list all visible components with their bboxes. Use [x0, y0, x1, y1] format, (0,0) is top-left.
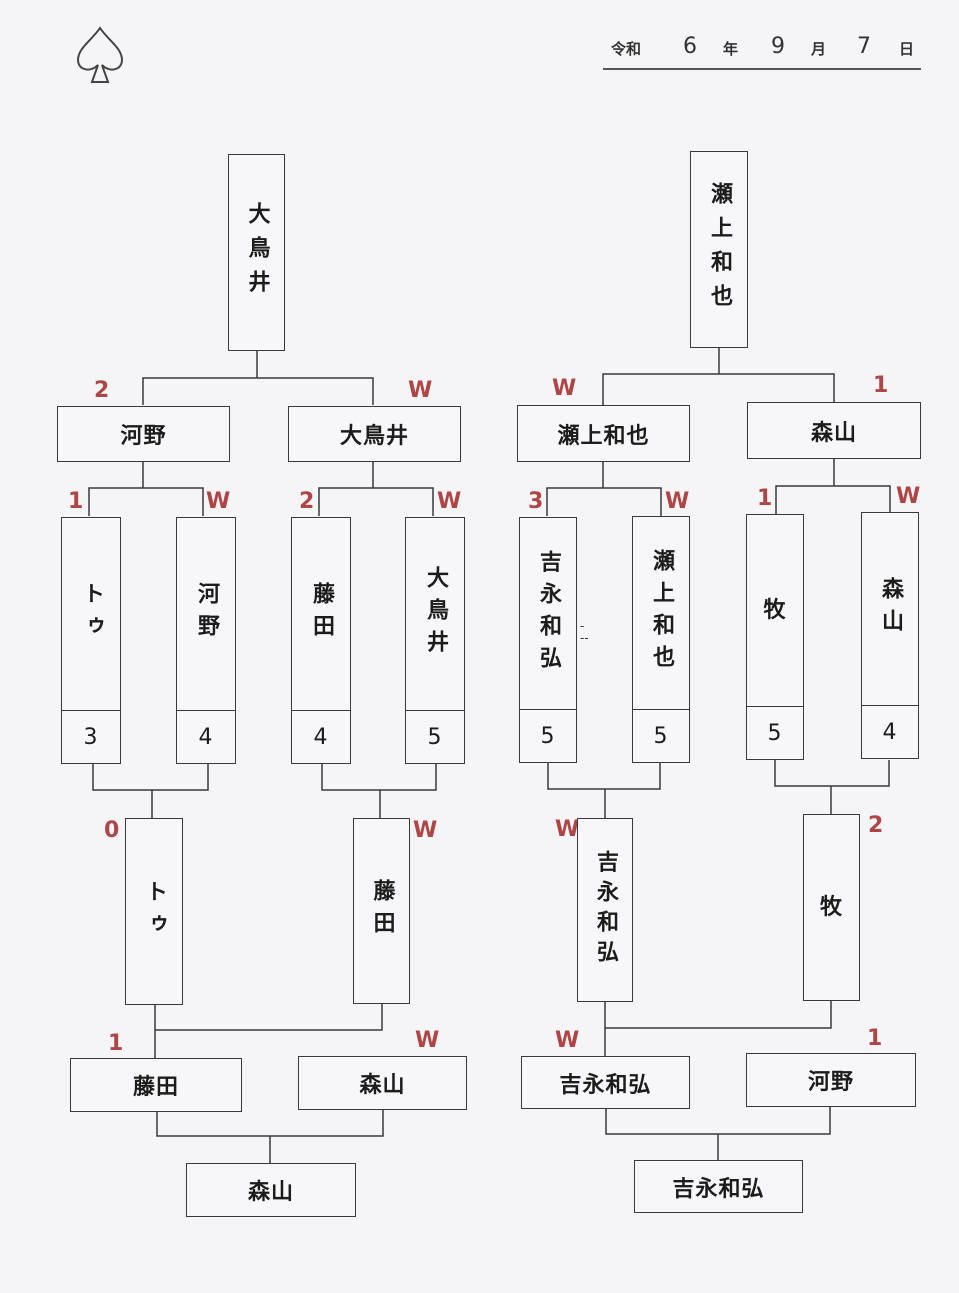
right-r1-4-box: 森山 4 [861, 512, 919, 759]
right-r1-1-score: 5 [520, 709, 576, 762]
right-cons-1-name: 吉永和弘 [593, 850, 618, 970]
left-r1-2-box: 河野 4 [176, 517, 236, 764]
right-place-2-name: 河野 [807, 1070, 854, 1095]
day-value: 7 [857, 34, 871, 59]
left-r1-1-mark: 1 [68, 489, 84, 514]
right-r1-4-score: 4 [862, 705, 918, 758]
left-semi-2-box: 大鳥井 [288, 406, 461, 462]
left-cons-2-mark: W [413, 818, 438, 843]
left-r1-1-box: トゥ 3 [61, 517, 121, 764]
left-cons-2-box: 藤田 [353, 818, 410, 1004]
right-semi-2-name: 森山 [810, 420, 857, 446]
right-semi-1-name: 瀬上和也 [557, 423, 650, 449]
left-semi-1-name: 河野 [120, 424, 167, 449]
right-r1-4-name: 森山 [878, 577, 903, 641]
left-cons-1-box: トゥ [125, 818, 183, 1005]
right-place-1-box: 吉永和弘 [521, 1056, 690, 1109]
left-final-name: 森山 [247, 1180, 294, 1205]
left-r1-1-name: トゥ [79, 582, 104, 646]
left-cons-1-mark: 0 [104, 818, 120, 843]
stray-dash-mark: - -- [580, 619, 589, 645]
right-r1-1-mark: 3 [528, 489, 544, 514]
right-final-name: 吉永和弘 [672, 1176, 765, 1202]
year-unit: 年 [723, 40, 739, 58]
day-unit: 日 [899, 40, 915, 58]
right-final-box: 吉永和弘 [634, 1160, 803, 1213]
right-r1-3-name: 牧 [763, 597, 787, 623]
right-semi-1-mark: W [552, 376, 577, 401]
right-semi-2-box: 森山 [747, 402, 921, 459]
left-r1-4-box: 大鳥井 5 [405, 517, 465, 764]
month-value: 9 [771, 34, 785, 59]
right-cons-1-box: 吉永和弘 [577, 818, 633, 1002]
left-r1-4-name: 大鳥井 [423, 566, 448, 662]
left-cons-1-name: トゥ [142, 879, 167, 944]
right-r1-2-mark: W [665, 489, 690, 514]
right-semi-1-box: 瀬上和也 [517, 405, 690, 462]
era-label: 令和 [611, 40, 642, 58]
left-r1-3-name: 藤田 [309, 582, 334, 646]
right-winner-box: 瀬上和也 [690, 151, 748, 348]
right-winner-name: 瀬上和也 [707, 181, 732, 318]
left-semi-1-box: 河野 [57, 406, 230, 462]
right-place-2-box: 河野 [746, 1053, 916, 1107]
right-cons-1-mark: W [555, 817, 580, 842]
left-semi-2-name: 大鳥井 [339, 424, 409, 449]
right-r1-4-mark: W [896, 484, 921, 509]
spade-logo-icon [76, 26, 124, 83]
right-place-1-mark: W [555, 1028, 580, 1053]
date-line: 令和 6 年 9 月 7 日 [603, 34, 921, 70]
left-semi-2-mark: W [408, 378, 433, 403]
left-final-box: 森山 [186, 1163, 356, 1217]
left-place-2-box: 森山 [298, 1056, 467, 1110]
left-winner-name: 大鳥井 [244, 201, 270, 304]
right-r1-3-score: 5 [747, 706, 803, 759]
left-place-1-mark: 1 [108, 1031, 124, 1056]
left-r1-4-mark: W [437, 489, 462, 514]
right-place-1-name: 吉永和弘 [559, 1072, 652, 1098]
right-r1-1-box: 吉永和弘 5 [519, 517, 577, 763]
left-r1-4-score: 5 [406, 710, 464, 763]
right-r1-2-name: 瀬上和也 [649, 549, 674, 677]
right-cons-2-mark: 2 [868, 813, 884, 838]
right-r1-2-score: 5 [633, 709, 689, 762]
right-r1-1-name: 吉永和弘 [536, 549, 561, 678]
left-place-1-name: 藤田 [132, 1075, 179, 1100]
right-cons-2-box: 牧 [803, 814, 860, 1001]
right-r1-2-box: 瀬上和也 5 [632, 516, 690, 763]
left-place-2-mark: W [415, 1028, 440, 1053]
right-r1-3-box: 牧 5 [746, 514, 804, 760]
right-place-2-mark: 1 [867, 1026, 883, 1051]
left-r1-2-mark: W [206, 489, 231, 514]
left-winner-box: 大鳥井 [228, 154, 285, 351]
left-place-2-name: 森山 [359, 1073, 406, 1098]
left-r1-3-box: 藤田 4 [291, 517, 351, 764]
left-semi-1-mark: 2 [94, 378, 110, 403]
left-cons-2-name: 藤田 [369, 879, 395, 943]
left-r1-1-score: 3 [62, 710, 120, 763]
right-cons-2-name: 牧 [819, 894, 843, 920]
right-semi-2-mark: 1 [873, 373, 889, 398]
left-r1-2-score: 4 [177, 710, 235, 763]
left-place-1-box: 藤田 [70, 1058, 242, 1112]
right-r1-3-mark: 1 [757, 486, 773, 511]
year-value: 6 [683, 34, 697, 59]
month-unit: 月 [811, 40, 827, 58]
left-r1-3-score: 4 [292, 710, 350, 763]
left-r1-2-name: 河野 [194, 582, 219, 646]
left-r1-3-mark: 2 [299, 489, 315, 514]
